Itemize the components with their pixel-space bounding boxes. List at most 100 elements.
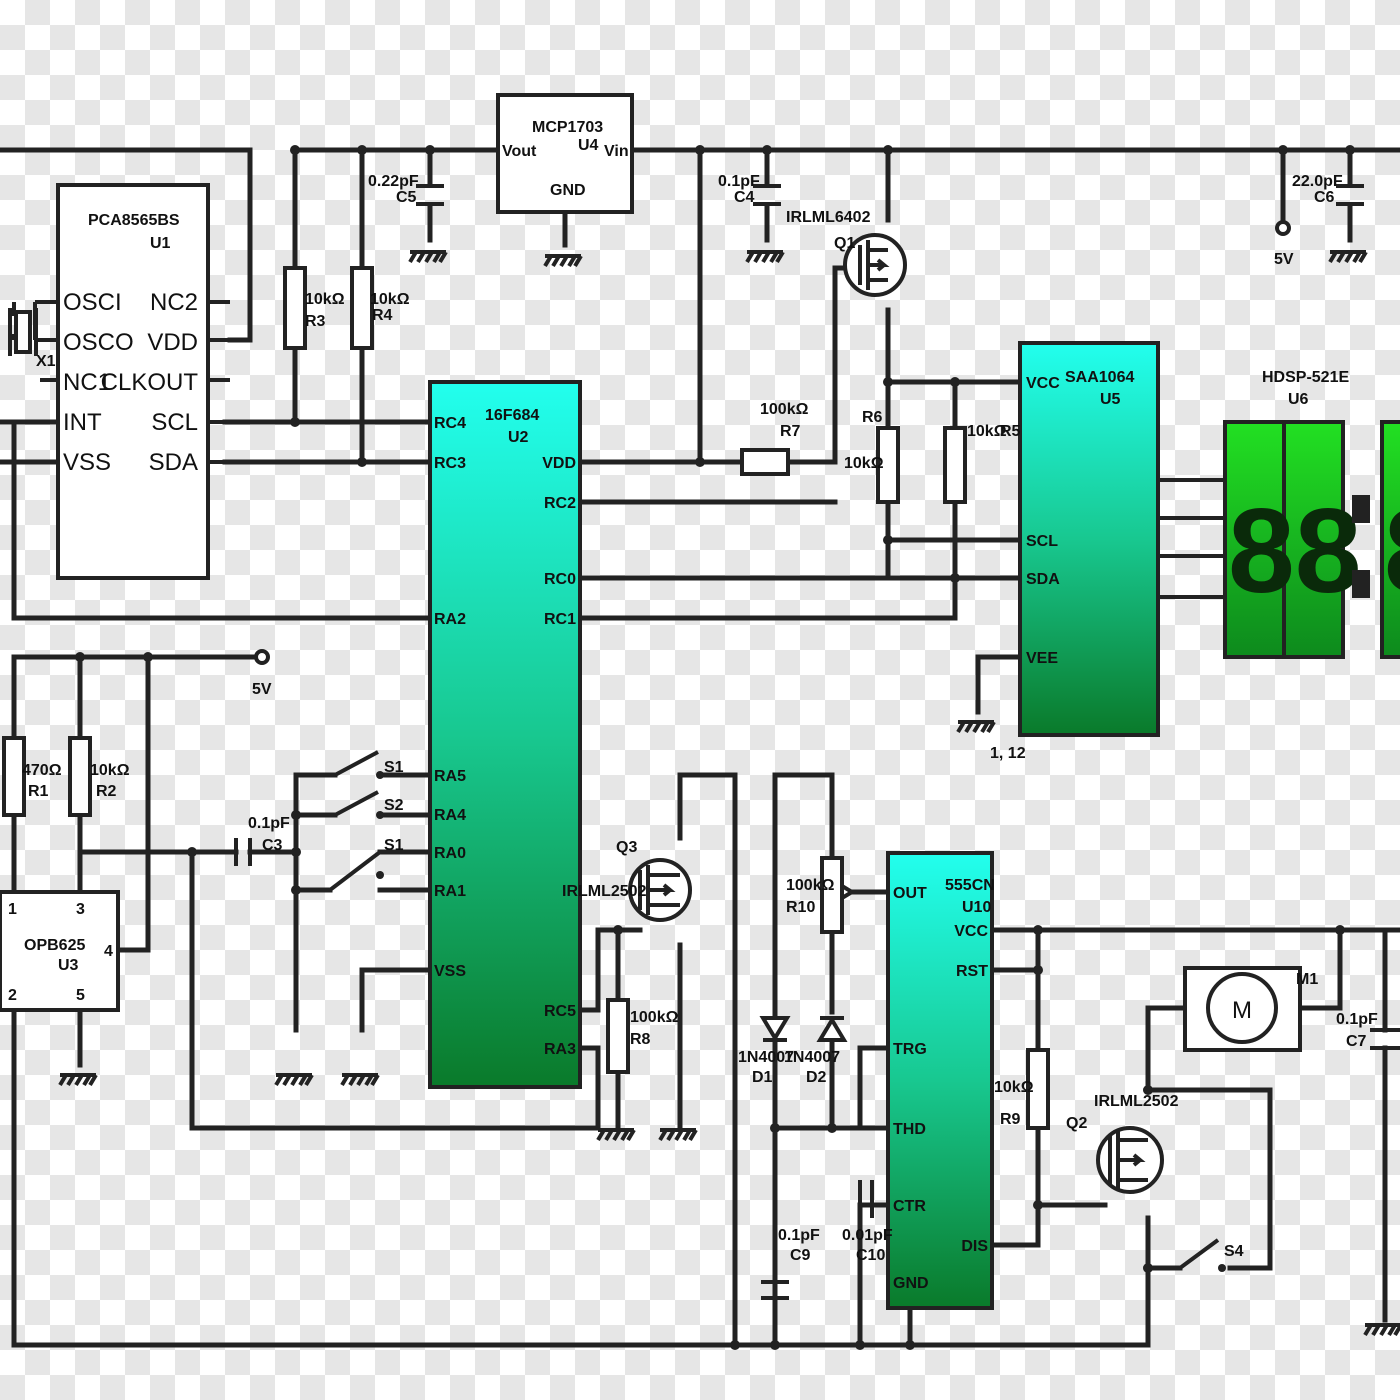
u1-pin-nc2: NC2: [150, 289, 198, 316]
mosfet-q1: IRLML6402 Q1: [786, 209, 907, 297]
u10-pin-out: OUT: [893, 885, 927, 902]
d2-part: 1N4007: [784, 1049, 840, 1066]
d1-ref: D1: [752, 1069, 773, 1086]
u1-part: PCA8565BS: [88, 212, 180, 229]
switches: S1 S2 S1 S4: [328, 750, 1244, 1272]
ic-u1: PCA8565BS U1 OSCI OSCO NC1 INT VSS NC2 V…: [35, 183, 230, 580]
diode-d1: [759, 1016, 791, 1042]
u5-pin-sda: SDA: [1026, 571, 1060, 588]
resistor-r2: [68, 736, 92, 817]
u2-pin-rc5: RC5: [544, 1003, 576, 1020]
sensor-u3: OPB625 U3 1 3 4 2 5: [0, 890, 120, 1012]
u1-pin-sda: SDA: [149, 449, 198, 476]
u1-pin-int: INT: [63, 409, 102, 436]
r10-value: 100kΩ: [786, 877, 835, 894]
u3-part: OPB625: [24, 937, 85, 954]
s4-ref: S4: [1224, 1243, 1244, 1260]
ground-icon: [1363, 1323, 1400, 1337]
display-u6: HDSP-521E U6 88 8: [1223, 369, 1400, 659]
resistor-r9: [1026, 1048, 1050, 1130]
u5-pin-vee: VEE: [1026, 650, 1058, 667]
resistor-r8: [606, 998, 630, 1074]
capacitor-c4: [753, 184, 781, 206]
u1-pin-nc1: NC1: [63, 369, 111, 396]
resistors: 10kΩ R3 10kΩ R4 100kΩ R7 R6 10kΩ 10kΩ R5…: [2, 266, 1050, 1130]
c4-value: 0.1pF: [718, 173, 760, 190]
ic-u2-microcontroller: 16F684 U2 RC4 RC3 RA2 RA5 RA4 RA0 RA1 VS…: [428, 380, 582, 1089]
switch-s1-ra0[interactable]: S1: [328, 837, 404, 892]
ground-icon: [408, 250, 448, 264]
supply-terminal-icon: [254, 649, 270, 665]
s1a-ref: S1: [384, 759, 404, 776]
capacitor-c5: [416, 184, 444, 206]
u1-ref: U1: [150, 235, 171, 252]
c10-ref: C10: [856, 1247, 885, 1264]
ground-icon: [1328, 250, 1368, 264]
switch-s1-ra5[interactable]: S1: [334, 750, 404, 779]
u6-digits: 88: [1228, 484, 1361, 618]
m1-ref: M1: [1296, 971, 1318, 988]
u10-ref: U10: [962, 899, 991, 916]
supply-terminal-icon: [1275, 220, 1291, 236]
u4-pin-vout: Vout: [502, 143, 537, 160]
u2-pin-rc0: RC0: [544, 571, 576, 588]
s1b-ref: S1: [384, 837, 404, 854]
capacitor-c9: [761, 1280, 789, 1300]
supply-top-label: 5V: [1274, 251, 1294, 268]
u3-ref: U3: [58, 957, 79, 974]
resistor-r1: [2, 736, 26, 817]
q1-part: IRLML6402: [786, 209, 871, 226]
ground-icon: [543, 254, 583, 268]
u10-pin-ctr: CTR: [893, 1198, 926, 1215]
resistor-r6: [876, 426, 900, 504]
u2-part: 16F684: [485, 407, 539, 424]
d2-ref: D2: [806, 1069, 827, 1086]
r9-ref: R9: [1000, 1111, 1021, 1128]
r1-value: 470Ω: [22, 762, 62, 779]
resistor-r7: [740, 448, 790, 476]
mosfet-q3: Q3 IRLML2502: [562, 839, 692, 922]
resistor-r5: [943, 426, 967, 504]
junction-dots: [75, 145, 1355, 1350]
ic-u5-driver: SAA1064 U5 VCC SCL SDA VEE 1, 12: [990, 341, 1160, 762]
m1-symbol: M: [1232, 997, 1252, 1024]
ic-u10-timer: 555CN U10 OUT TRG THD CTR GND VCC RST DI…: [886, 851, 995, 1310]
capacitor-c10: [858, 1180, 874, 1218]
mosfet-q2: IRLML2502 Q2: [1066, 1093, 1179, 1194]
q2-ref: Q2: [1066, 1115, 1087, 1132]
u2-pin-rc4: RC4: [434, 415, 466, 432]
u2-pin-rc1: RC1: [544, 611, 576, 628]
r7-value: 100kΩ: [760, 401, 809, 418]
u10-part: 555CN: [945, 877, 995, 894]
ground-icon: [340, 1073, 380, 1087]
r10-ref: R10: [786, 899, 815, 916]
r9-value: 10kΩ: [994, 1079, 1034, 1096]
transistors: IRLML6402 Q1 Q3 IRLML2502 IRLML2502 Q2: [562, 209, 1179, 1194]
ground-symbols: [58, 250, 1400, 1337]
crystal-x1: X1: [8, 302, 56, 370]
u2-pin-rc2: RC2: [544, 495, 576, 512]
r3-value: 10kΩ: [305, 291, 345, 308]
u10-pin-thd: THD: [893, 1121, 926, 1138]
u2-pin-ra3: RA3: [544, 1041, 576, 1058]
u2-pin-ra0: RA0: [434, 845, 466, 862]
u3-pin-5: 5: [76, 987, 85, 1004]
d1-part: 1N4007: [738, 1049, 794, 1066]
r4-value: 10kΩ: [370, 291, 410, 308]
ground-icon: [745, 250, 785, 264]
u5-note: 1, 12: [990, 745, 1026, 762]
ground-icon: [274, 1073, 314, 1087]
diode-d2: [816, 1016, 848, 1042]
u2-pin-ra1: RA1: [434, 883, 466, 900]
u2-pin-ra2: RA2: [434, 611, 466, 628]
q1-ref: Q1: [834, 235, 855, 252]
switch-s2-ra4[interactable]: S2: [334, 790, 404, 819]
switch-s4[interactable]: S4: [1178, 1238, 1244, 1272]
u1-pin-scl: SCL: [151, 409, 198, 436]
u3-pin-1: 1: [8, 901, 17, 918]
u1-pin-vss: VSS: [63, 449, 111, 476]
u3-pin-3: 3: [76, 901, 85, 918]
c7-value: 0.1pF: [1336, 1011, 1378, 1028]
supply-posts: 5V 5V: [252, 220, 1294, 698]
u10-pin-vcc: VCC: [954, 923, 988, 940]
